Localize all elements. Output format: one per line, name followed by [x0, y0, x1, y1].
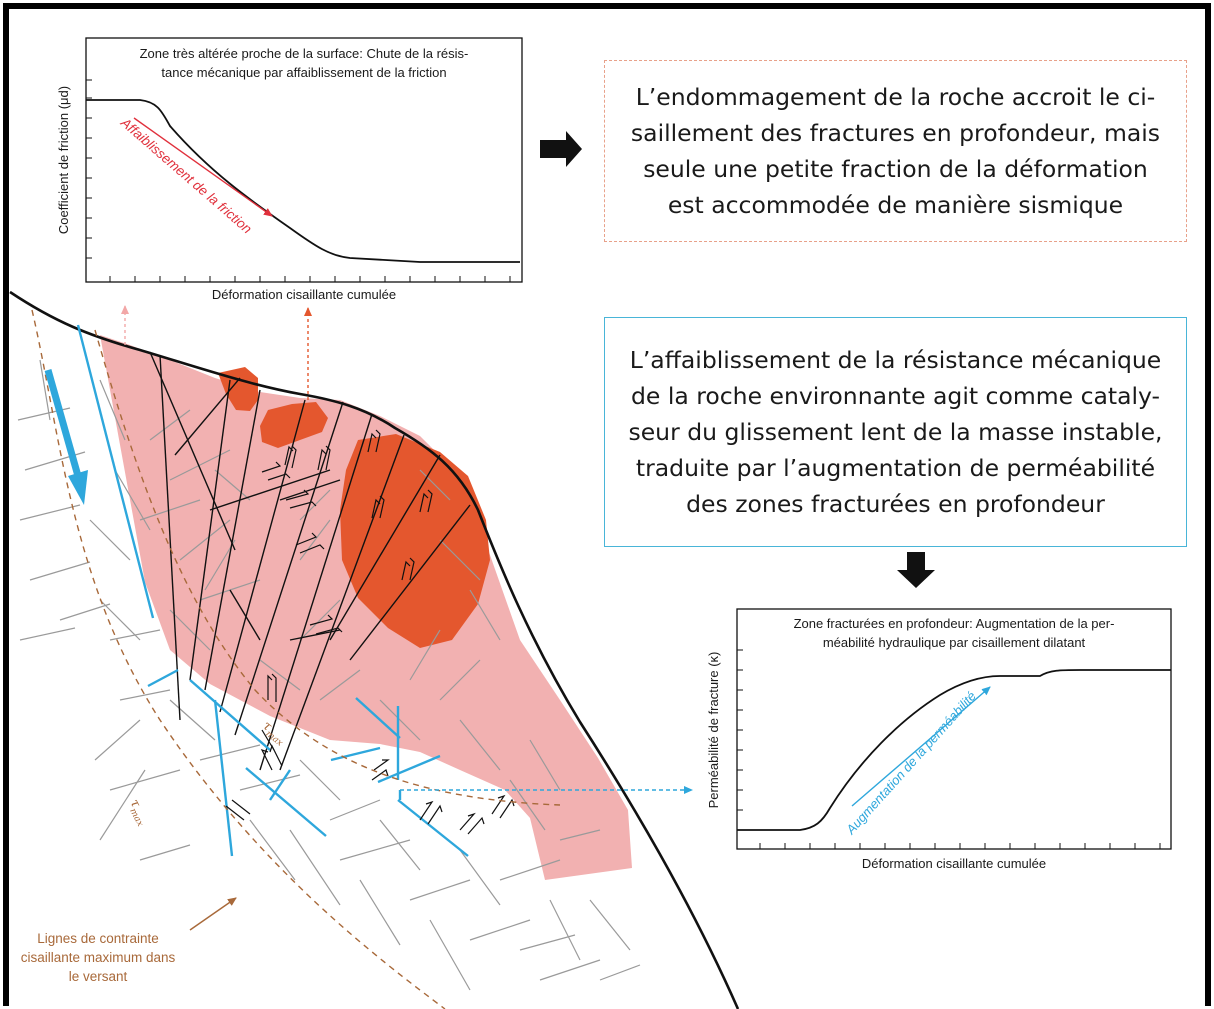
box2-line-1: L’affaiblissement de la résistance mécan… [629, 346, 1162, 374]
tau-label-2: τmax [124, 797, 152, 829]
legend-line-3: le versant [69, 969, 128, 984]
friction-decrease-arrow [133, 117, 273, 217]
permeability-title-2: méabilité hydraulique par cisaillement d… [823, 635, 1086, 650]
stress-lines-legend: Lignes de contrainte cisaillante maximum… [21, 897, 237, 984]
friction-graph: Affaiblissement de la friction Zone très… [56, 37, 523, 302]
legend-pointer-arrow [189, 897, 237, 931]
permeability-xlabel: Déformation cisaillante cumulée [862, 856, 1046, 871]
right-arrow-icon [540, 131, 582, 167]
box1-line-2: saillement des fractures en profondeur, … [630, 119, 1161, 147]
permeability-title-1: Zone fracturées en profondeur: Augmentat… [794, 616, 1115, 631]
friction-graph-ticks [86, 79, 511, 282]
seismic-patch-2 [260, 402, 328, 448]
box2-line-4: traduite par l’augmentation de perméabil… [635, 454, 1156, 482]
black-fractures [149, 351, 471, 771]
weathered-zone [100, 335, 632, 880]
shear-markers [225, 429, 515, 835]
box2-line-5: des zones fracturées en profondeur [686, 490, 1105, 518]
slip-direction-arrow [44, 369, 88, 505]
permeability-graph-frame [736, 608, 1172, 850]
legend-line-1: Lignes de contrainte [37, 931, 159, 946]
permeability-increase-arrow [851, 686, 991, 807]
friction-title-2: tance mécanique par affaiblissement de l… [161, 65, 446, 80]
max-shear-stress-lines [31, 309, 561, 1009]
box1-line-4: est accommodée de manière sismique [667, 191, 1124, 219]
blue-fractures [76, 324, 469, 857]
friction-xlabel: Déformation cisaillante cumulée [212, 287, 396, 302]
permeability-graph-ticks [737, 649, 1161, 849]
box1-line-3: seule une petite fraction de la déformat… [643, 155, 1148, 183]
friction-title-1: Zone très altérée proche de la surface: … [140, 46, 469, 61]
box2-line-2: de la roche environnante agit comme cata… [630, 382, 1161, 410]
box2-line-3: seur du glissement lent de la masse inst… [628, 418, 1163, 446]
figure-frame [3, 3, 1211, 1006]
slow-slip-catalyst-textbox: L’affaiblissement de la résistance mécan… [604, 317, 1187, 547]
seismic-patch-3 [340, 434, 490, 648]
seismic-damage-textbox: L’endommagement de la roche accroit le c… [604, 60, 1187, 242]
legend-line-2: cisaillante maximum dans [21, 950, 176, 965]
permeability-curve [737, 669, 1171, 831]
ground-surface [9, 290, 740, 1009]
grey-fractures [17, 359, 641, 991]
slope-section: τmax τmax Lignes de contrainte cisaillan… [9, 290, 740, 1009]
seismic-patch-1 [218, 367, 258, 411]
permeability-graph: Augmentation de la perméabilité Zone fra… [706, 608, 1172, 871]
down-arrow-icon [897, 552, 935, 588]
box1-line-1: L’endommagement de la roche accroit le c… [635, 83, 1156, 111]
friction-graph-frame [85, 37, 523, 283]
permeability-ylabel: Perméabilité de fracture (κ) [706, 652, 721, 809]
friction-curve [86, 99, 520, 263]
friction-ylabel: Coefficient de friction (μd) [56, 86, 71, 234]
